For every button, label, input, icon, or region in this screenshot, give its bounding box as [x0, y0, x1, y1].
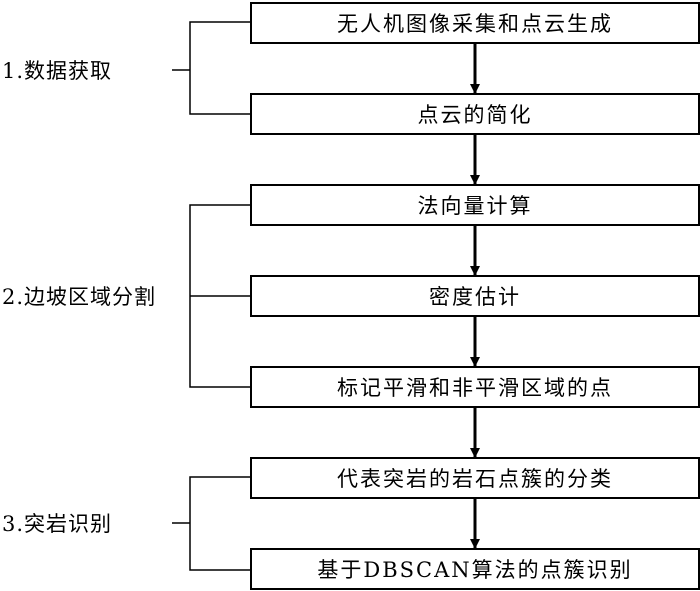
- step-box-2: [250, 93, 700, 135]
- group-label-3: 3.突岩识别: [2, 507, 115, 539]
- step-box-6: [250, 457, 700, 499]
- step-box-1: [250, 2, 700, 44]
- step-box-3: [250, 184, 700, 226]
- group-label-1: 1.数据获取: [2, 54, 115, 86]
- step-box-4: [250, 275, 700, 317]
- group-bracket-1: [189, 21, 251, 115]
- group-bracket-3: [189, 476, 251, 571]
- group-label-2: 2.边坡区域分割: [2, 280, 159, 312]
- step-box-7: [250, 548, 700, 590]
- step-box-5: [250, 366, 700, 408]
